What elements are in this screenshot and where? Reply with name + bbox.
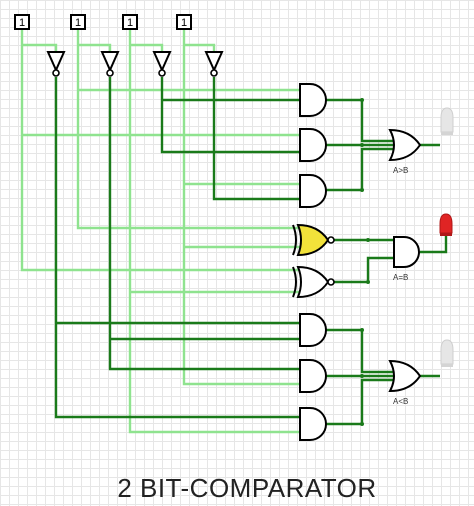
- not-bubble: [106, 69, 114, 77]
- junction-dot: [360, 98, 364, 102]
- output-bulb-less: [440, 339, 454, 367]
- not-bubble: [158, 69, 166, 77]
- junction-dot: [366, 280, 370, 284]
- and-gate-2[interactable]: [299, 128, 327, 162]
- output-bulb-equal: [439, 213, 453, 236]
- and-gate-equal[interactable]: [393, 236, 420, 268]
- wire: [326, 98, 394, 143]
- inverter-wires: [54, 77, 300, 419]
- and-gate-3[interactable]: [299, 174, 327, 208]
- input-switch-3[interactable]: 1: [122, 14, 138, 30]
- wire: [78, 43, 112, 52]
- diagram-title: 2 BIT-COMPARATOR: [117, 473, 376, 503]
- bulb-base: [440, 233, 452, 236]
- wire: [108, 77, 300, 371]
- output-bulb-greater: [440, 107, 454, 135]
- xnor-bubble: [327, 278, 335, 286]
- input-box[interactable]: [176, 14, 192, 30]
- input-switch-4[interactable]: 1: [176, 14, 192, 30]
- wire: [326, 378, 394, 426]
- wire: [54, 77, 300, 419]
- junction-dots: [360, 98, 370, 426]
- xnor-body: [296, 265, 330, 299]
- and-gate-6[interactable]: [299, 407, 327, 441]
- input-wires: [20, 30, 300, 434]
- wire: [420, 236, 448, 254]
- input-switch-1[interactable]: 1: [14, 14, 30, 30]
- input-box[interactable]: [70, 14, 86, 30]
- bulb-icon: [440, 339, 454, 365]
- input-box[interactable]: [14, 14, 30, 30]
- bulb-icon: [439, 213, 453, 234]
- not-bubble: [52, 69, 60, 77]
- not-gate-2[interactable]: [100, 51, 120, 77]
- input-switch-2[interactable]: 1: [70, 14, 86, 30]
- and-gate-5[interactable]: [299, 359, 327, 393]
- input-box[interactable]: [122, 14, 138, 30]
- junction-dot: [360, 328, 364, 332]
- wire: [326, 147, 394, 192]
- wire: [212, 77, 300, 201]
- not-bubble: [210, 69, 218, 77]
- xnor-back-curve: [292, 224, 297, 256]
- junction-dot: [360, 143, 364, 147]
- not-gate-body: [100, 51, 120, 73]
- wire: [334, 256, 394, 284]
- input-value: 1: [75, 17, 81, 29]
- bulb-base: [441, 364, 453, 367]
- xnor-gate-2[interactable]: [292, 265, 335, 299]
- junction-dot: [360, 374, 364, 378]
- or-gate-greater[interactable]: [388, 128, 422, 162]
- wire: [184, 43, 216, 52]
- xnor-back-curve: [292, 266, 297, 298]
- not-gate-body: [204, 51, 224, 73]
- xnor-body: [296, 223, 330, 257]
- junction-dot: [366, 238, 370, 242]
- bulb-icon: [440, 107, 454, 133]
- output-label-equal: A=B: [393, 273, 408, 282]
- wire: [160, 77, 300, 154]
- junction-dot: [360, 422, 364, 426]
- wire: [76, 30, 300, 230]
- wire: [22, 43, 58, 52]
- output-label-less: A<B: [393, 397, 408, 406]
- bulb-base: [441, 132, 453, 135]
- wire: [182, 30, 300, 386]
- wire: [130, 43, 164, 52]
- xnor-bubble: [327, 236, 335, 244]
- and-gate-4[interactable]: [299, 313, 327, 347]
- input-value: 1: [181, 17, 187, 29]
- and-gate-1[interactable]: [299, 83, 327, 117]
- wire: [128, 30, 300, 434]
- not-gate-1[interactable]: [46, 51, 66, 77]
- or-gate-less[interactable]: [388, 359, 422, 393]
- not-gate-body: [152, 51, 172, 73]
- output-wires: [326, 98, 448, 426]
- not-gate-4[interactable]: [204, 51, 224, 77]
- wire: [20, 30, 300, 272]
- wire: [326, 328, 394, 374]
- junction-dot: [360, 188, 364, 192]
- xnor-gate-1[interactable]: [292, 223, 335, 257]
- output-label-greater: A>B: [393, 166, 408, 175]
- input-value: 1: [19, 17, 25, 29]
- input-value: 1: [127, 17, 133, 29]
- not-gate-3[interactable]: [152, 51, 172, 77]
- not-gate-body: [46, 51, 66, 73]
